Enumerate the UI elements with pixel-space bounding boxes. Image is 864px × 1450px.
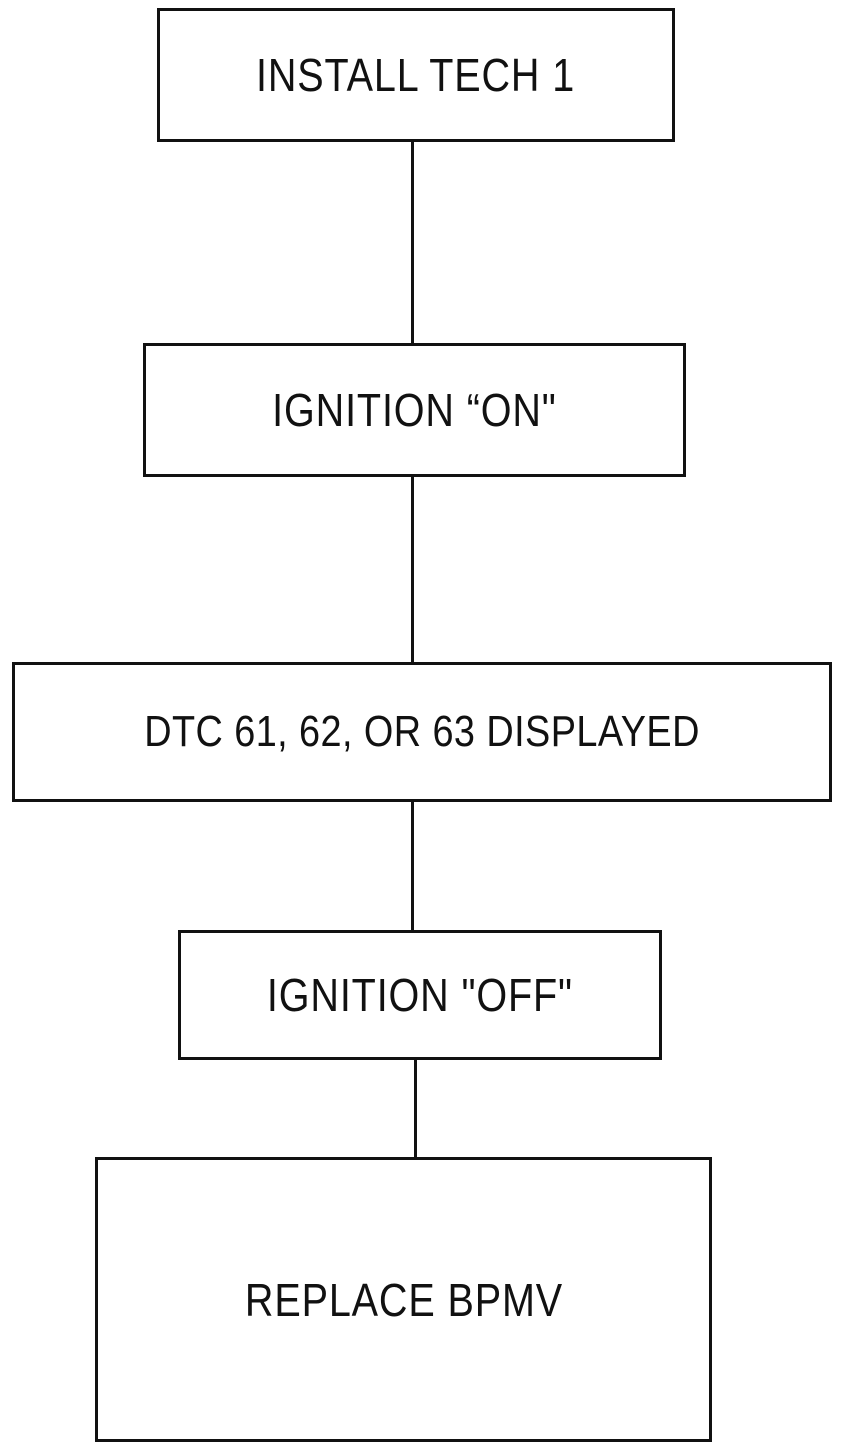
connector-line — [414, 1060, 417, 1157]
step-label: REPLACE BPMV — [244, 1273, 563, 1326]
step-ignition-on-box: IGNITION “ON" — [143, 343, 686, 477]
step-label: INSTALL TECH 1 — [256, 49, 576, 101]
step-label: IGNITION “ON" — [272, 384, 557, 436]
connector-line — [411, 142, 414, 343]
step-label: IGNITION "OFF" — [266, 969, 574, 1021]
connector-line — [411, 802, 414, 930]
connector-line — [411, 477, 414, 662]
step-install-tech-1-box: INSTALL TECH 1 — [157, 8, 675, 142]
step-label: DTC 61, 62, OR 63 DISPLAYED — [144, 707, 700, 756]
step-ignition-off-box: IGNITION "OFF" — [178, 930, 662, 1060]
step-replace-bpmv-box: REPLACE BPMV — [95, 1157, 712, 1442]
step-dtc-displayed-box: DTC 61, 62, OR 63 DISPLAYED — [12, 662, 832, 802]
